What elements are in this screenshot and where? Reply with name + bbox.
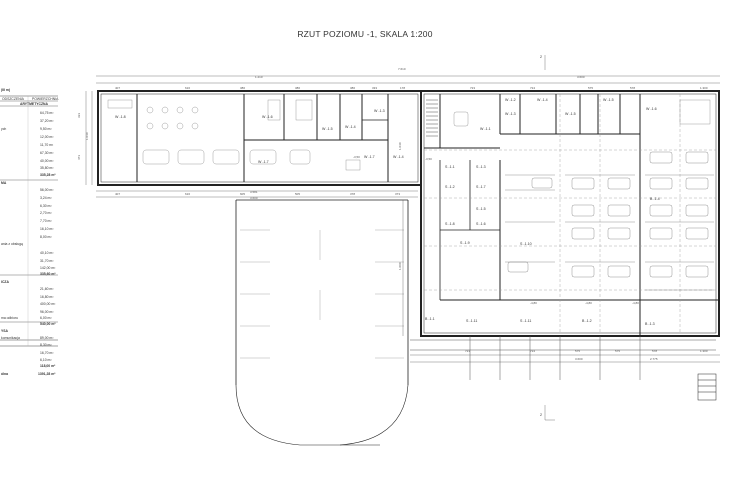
dim-label: 178 xyxy=(400,86,405,90)
room-label: S -1.5 xyxy=(476,207,486,211)
room-label: S -1.11 xyxy=(466,319,477,323)
dim-label: 386 xyxy=(295,86,300,90)
dim-label: 3.600 xyxy=(575,357,583,361)
dim-label: 473 xyxy=(77,155,81,160)
section-mark: 2 xyxy=(540,55,542,59)
dimension-lines xyxy=(85,55,720,421)
room-label: W -1.3 xyxy=(505,112,516,116)
dim-label: 3.581 xyxy=(250,190,258,194)
room-label: S -1.6 xyxy=(476,222,486,226)
dim-label: 373 xyxy=(395,192,400,196)
elevation-mark: -3,50 xyxy=(353,155,360,159)
ramp-driveway xyxy=(235,199,409,446)
room-label: W -1.2 xyxy=(505,98,516,102)
room-label: B -1.3 xyxy=(645,322,655,326)
dim-label: 3.600 xyxy=(577,75,585,79)
room-label: S -1.3 xyxy=(476,165,486,169)
room-label: W -1.7 xyxy=(364,155,375,159)
room-label: W -1.4 xyxy=(345,125,356,129)
dim-label: 386 xyxy=(350,86,355,90)
dim-label: 333 xyxy=(372,86,377,90)
ramp-stalls xyxy=(240,229,404,359)
dim-label: 378 xyxy=(350,192,355,196)
dim-label: 1.210 xyxy=(255,75,263,79)
dim-label: 505 xyxy=(295,192,300,196)
dim-label: 723 xyxy=(465,349,470,353)
room-label: W -1.8 xyxy=(115,115,126,119)
room-label: W -1.5 xyxy=(322,127,333,131)
room-label: S -1.8 xyxy=(445,222,455,226)
elevation-mark: -4,80 xyxy=(530,301,537,305)
room-label: S -1.1 xyxy=(445,165,455,169)
room-label: W -1.5 xyxy=(603,98,614,102)
dim-label: 407 xyxy=(115,192,120,196)
dim-label: 1.040 xyxy=(85,132,89,140)
dim-label: 723 xyxy=(470,86,475,90)
room-labels: W -1.8 W -1.6 W -1.7 W -1.5 W -1.4 W -1.… xyxy=(115,98,660,326)
room-label: W -1.7 xyxy=(258,160,269,164)
staircase xyxy=(426,99,438,137)
structural-grid xyxy=(424,94,716,333)
room-label: S -1.11 xyxy=(520,319,531,323)
room-label: W -1.4 xyxy=(537,98,548,102)
elevation-mark: -3,50 xyxy=(425,157,432,161)
room-label: W -1.6 xyxy=(262,115,273,119)
left-wing-inner-wall xyxy=(100,93,419,183)
dim-label: 605 xyxy=(240,192,245,196)
dim-label: 724 xyxy=(530,86,535,90)
dim-label: 3.600 xyxy=(250,196,258,200)
dim-label: 2.775 xyxy=(650,357,658,361)
room-label: B -1.4 xyxy=(650,197,660,201)
left-wing-outer-wall xyxy=(97,90,422,186)
room-label: W -1.1 xyxy=(480,127,491,131)
room-label: S -1.10 xyxy=(520,242,532,246)
plan-title: RZUT POZIOMU -1, SKALA 1:200 xyxy=(297,29,433,39)
dimension-labels: 7.610 3.600 1.210 407 616 386 386 386 33… xyxy=(77,67,708,361)
dim-label: 386 xyxy=(240,86,245,90)
dim-label: 575 xyxy=(588,86,593,90)
car-outlines xyxy=(507,151,709,278)
dim-label: 575 xyxy=(615,349,620,353)
dim-label: 7.610 xyxy=(398,67,406,71)
dim-label: 1.300 xyxy=(700,86,708,90)
dim-label: 407 xyxy=(115,86,120,90)
dim-label: 724 xyxy=(530,349,535,353)
dim-label: 1.000 xyxy=(398,262,402,270)
room-label: W -1.5 xyxy=(565,112,576,116)
dim-label: 1.300 xyxy=(700,349,708,353)
room-label: S -1.9 xyxy=(460,241,470,245)
ramp-box xyxy=(639,299,720,337)
dim-label: 616 xyxy=(185,192,190,196)
exterior-stairs xyxy=(697,373,717,401)
room-label: W -1.6 xyxy=(646,107,657,111)
dim-label: 578 xyxy=(652,349,657,353)
furniture xyxy=(107,99,711,171)
lower-passage xyxy=(410,336,716,380)
room-label: B -1.1 xyxy=(425,317,435,321)
room-label: W -1.3 xyxy=(374,109,385,113)
room-label: B -1.2 xyxy=(582,319,592,323)
right-wing-inner-wall xyxy=(423,93,717,334)
elevation-mark: -4,80 xyxy=(632,301,639,305)
dim-label: 333 xyxy=(77,113,81,118)
room-label: S -1.2 xyxy=(445,185,455,189)
dim-label: 578 xyxy=(630,86,635,90)
dim-label: 575 xyxy=(575,349,580,353)
room-label: W -1.4 xyxy=(393,155,404,159)
room-label: S -1.7 xyxy=(476,185,486,189)
elevation-mark: -4,80 xyxy=(585,301,592,305)
right-wing-outer-wall xyxy=(420,90,720,337)
parking-stalls xyxy=(505,174,714,291)
dim-label: 616 xyxy=(185,86,190,90)
section-mark: 2 xyxy=(540,413,542,417)
dim-label: 1.040 xyxy=(398,142,402,150)
